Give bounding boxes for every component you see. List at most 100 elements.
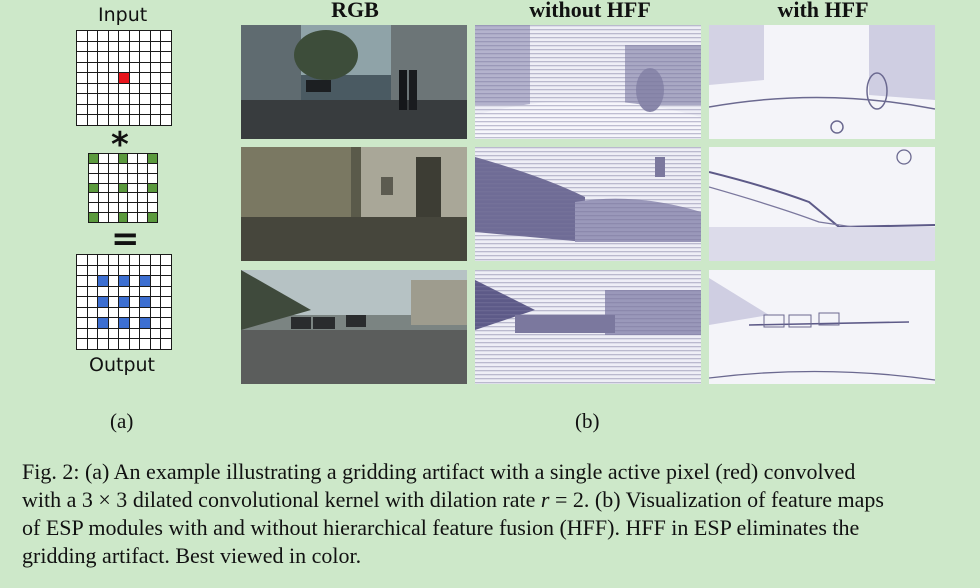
grid-cell <box>98 213 108 222</box>
grid-cell <box>119 328 129 339</box>
grid-cell <box>140 62 150 73</box>
grid-cell <box>77 307 87 318</box>
grid-cell <box>89 183 98 193</box>
grid-cell <box>119 83 129 94</box>
grid-cell <box>140 115 150 125</box>
header-with-hff: with HFF <box>777 0 869 22</box>
grid-cell <box>161 52 171 62</box>
grid-cell <box>161 307 171 318</box>
grid-cell <box>119 255 129 265</box>
grid-cell <box>161 73 171 83</box>
grid-cell <box>150 265 161 276</box>
grid-cell <box>161 265 171 276</box>
grid-cell <box>108 339 119 349</box>
grid-cell <box>119 73 129 83</box>
grid-cell <box>140 83 150 94</box>
grid-cell <box>140 31 150 41</box>
feature-map-without-hff-row-2 <box>475 147 701 261</box>
grid-cell <box>161 83 171 94</box>
grid-cell <box>150 276 161 286</box>
grid-cell <box>98 193 108 203</box>
grid-cell <box>119 104 129 115</box>
grid-cell <box>98 297 108 307</box>
grid-cell <box>128 173 138 183</box>
grid-cell <box>98 154 108 163</box>
grid-cell <box>87 265 98 276</box>
grid-cell <box>161 31 171 41</box>
grid-cell <box>129 339 140 349</box>
grid-cell <box>129 297 140 307</box>
grid-cell <box>118 213 128 222</box>
grid-cell <box>150 73 161 83</box>
grid-cell <box>129 52 140 62</box>
grid-cell <box>161 297 171 307</box>
grid-cell <box>128 193 138 203</box>
equals-operator: = <box>111 219 140 259</box>
grid-cell <box>150 297 161 307</box>
grid-cell <box>138 163 148 173</box>
grid-cell <box>138 193 148 203</box>
input-grid <box>76 30 172 126</box>
grid-cell <box>98 163 108 173</box>
caption-math-r: r <box>540 487 550 512</box>
grid-cell <box>129 265 140 276</box>
grid-cell <box>129 31 140 41</box>
grid-cell <box>118 183 128 193</box>
grid-cell <box>129 73 140 83</box>
feature-map-with-hff-row-2 <box>709 147 935 261</box>
grid-cell <box>150 83 161 94</box>
grid-cell <box>108 115 119 125</box>
grid-cell <box>118 193 128 203</box>
grid-cell <box>108 193 118 203</box>
grid-cell <box>129 318 140 328</box>
grid-cell <box>150 94 161 104</box>
grid-cell <box>140 297 150 307</box>
caption-line-1: Fig. 2: (a) An example illustrating a gr… <box>22 459 856 484</box>
grid-cell <box>129 62 140 73</box>
grid-cell <box>148 213 157 222</box>
grid-cell <box>138 213 148 222</box>
grid-cell <box>119 265 129 276</box>
grid-cell <box>108 83 119 94</box>
grid-cell <box>77 83 87 94</box>
grid-cell <box>108 154 118 163</box>
grid-cell <box>150 41 161 52</box>
grid-cell <box>108 183 118 193</box>
grid-cell <box>108 173 118 183</box>
grid-cell <box>98 203 108 213</box>
grid-cell <box>150 62 161 73</box>
grid-cell <box>98 276 108 286</box>
feature-map-without-hff-row-3 <box>475 270 701 384</box>
figure-caption: Fig. 2: (a) An example illustrating a gr… <box>22 458 958 570</box>
grid-cell <box>128 183 138 193</box>
output-label: Output <box>89 354 155 376</box>
grid-cell <box>148 163 157 173</box>
grid-cell <box>98 265 108 276</box>
grid-cell <box>108 276 119 286</box>
rgb-image-row-1 <box>241 25 467 139</box>
grid-cell <box>77 339 87 349</box>
grid-cell <box>89 203 98 213</box>
grid-cell <box>108 213 118 222</box>
kernel-grid <box>88 153 158 223</box>
grid-cell <box>108 203 118 213</box>
grid-cell <box>119 115 129 125</box>
grid-cell <box>87 318 98 328</box>
grid-cell <box>98 318 108 328</box>
header-without-hff: without HFF <box>529 0 651 22</box>
grid-cell <box>108 255 119 265</box>
grid-cell <box>119 41 129 52</box>
grid-cell <box>89 163 98 173</box>
grid-cell <box>129 115 140 125</box>
grid-cell <box>98 115 108 125</box>
grid-cell <box>87 31 98 41</box>
grid-cell <box>129 276 140 286</box>
caption-line-4: gridding artifact. Best viewed in color. <box>22 543 362 568</box>
grid-cell <box>119 339 129 349</box>
grid-cell <box>148 203 157 213</box>
grid-cell <box>87 52 98 62</box>
grid-cell <box>140 52 150 62</box>
grid-cell <box>140 255 150 265</box>
grid-cell <box>140 339 150 349</box>
grid-cell <box>140 73 150 83</box>
